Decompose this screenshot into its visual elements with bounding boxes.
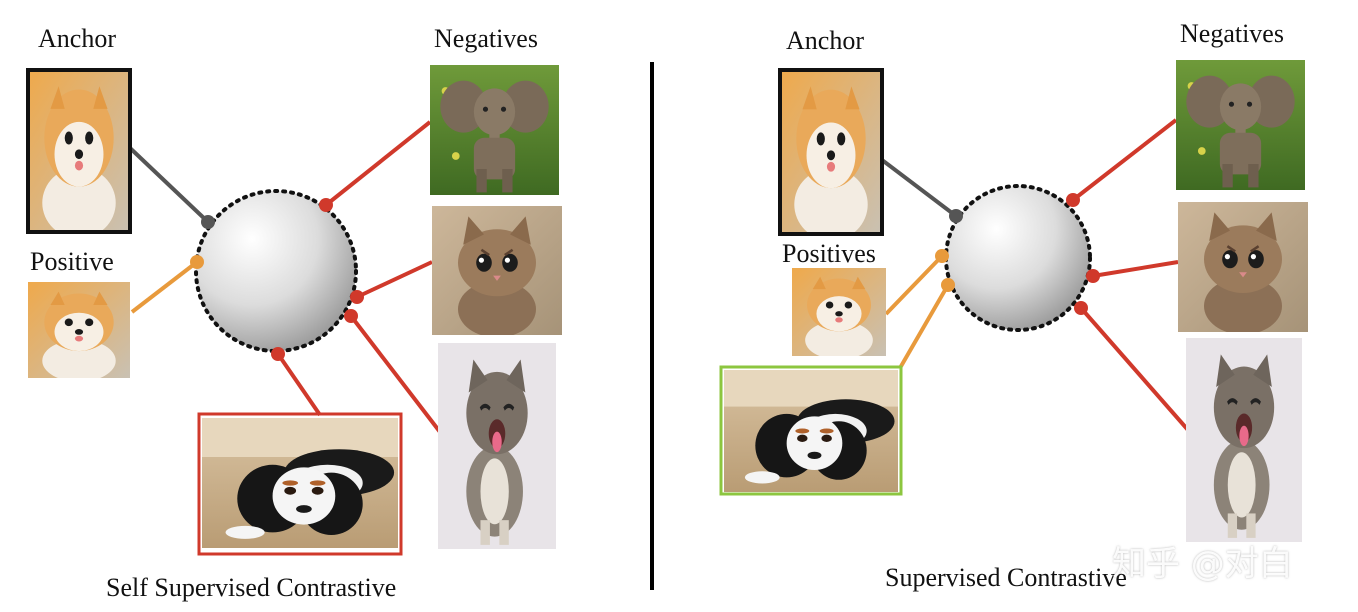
right-anchor-label: Anchor <box>786 26 864 55</box>
left-negative-dot-spaniel <box>271 347 285 361</box>
left-positive-label: Positive <box>30 247 114 276</box>
left-negative-line-elephant <box>324 120 432 207</box>
right-negative-image-yawn <box>1186 338 1302 542</box>
right-positive-dot-spaniel <box>941 278 955 292</box>
left-positive-dot <box>190 255 204 269</box>
left-anchor-dot <box>201 215 215 229</box>
left-negative-line-kitten <box>356 260 433 299</box>
left-anchor-label: Anchor <box>38 24 116 53</box>
right-negative-line-kitten <box>1092 260 1179 278</box>
right-embedding-sphere <box>944 184 1092 332</box>
left-negative-line-spaniel <box>276 352 322 417</box>
right-negative-line-elephant <box>1071 118 1178 202</box>
right-anchor-line <box>880 158 958 218</box>
right-negative-line-yawn <box>1079 306 1190 432</box>
left-negative-image-kitten <box>432 206 562 335</box>
left-positive-line <box>130 260 199 314</box>
left-anchor-line <box>128 146 210 224</box>
left-negative-dot-kitten <box>350 290 364 304</box>
right-positives-label: Positives <box>782 239 876 268</box>
left-spaniel-negative-border <box>197 412 403 556</box>
left-negative-image-spaniel <box>202 418 398 548</box>
right-anchor-border <box>778 68 884 236</box>
right-anchor-dot <box>949 209 963 223</box>
right-positive-image-spaniel <box>724 370 898 492</box>
right-positive-image-pom <box>792 268 886 356</box>
left-anchor-image <box>28 70 130 232</box>
left-caption: Self Supervised Contrastive <box>106 573 397 602</box>
left-negative-dot-yawn <box>344 309 358 323</box>
right-positive-line-pom <box>884 254 944 316</box>
left-negative-dot-elephant <box>319 198 333 212</box>
right-negatives-label: Negatives <box>1180 19 1284 48</box>
right-positive-line-spaniel <box>898 283 950 370</box>
left-negative-image-elephant <box>430 65 559 195</box>
watermark-text: 知乎 @对白 <box>1112 544 1293 584</box>
right-spaniel-positive-border <box>719 365 903 496</box>
right-negative-image-kitten <box>1178 202 1308 332</box>
right-anchor-image <box>780 70 882 234</box>
left-negatives-label: Negatives <box>434 24 538 53</box>
left-panel <box>26 65 562 556</box>
right-positive-dot-pom <box>935 249 949 263</box>
left-negative-image-yawn <box>438 343 556 549</box>
right-negative-dot-yawn <box>1074 301 1088 315</box>
right-negative-dot-elephant <box>1066 193 1080 207</box>
left-anchor-border <box>26 68 132 234</box>
left-positive-image <box>28 282 130 378</box>
right-panel <box>719 60 1308 542</box>
left-embedding-sphere <box>194 189 358 353</box>
right-negative-image-elephant <box>1176 60 1305 190</box>
left-negative-line-yawn <box>349 314 442 434</box>
right-negative-dot-kitten <box>1086 269 1100 283</box>
right-caption: Supervised Contrastive <box>885 563 1127 592</box>
